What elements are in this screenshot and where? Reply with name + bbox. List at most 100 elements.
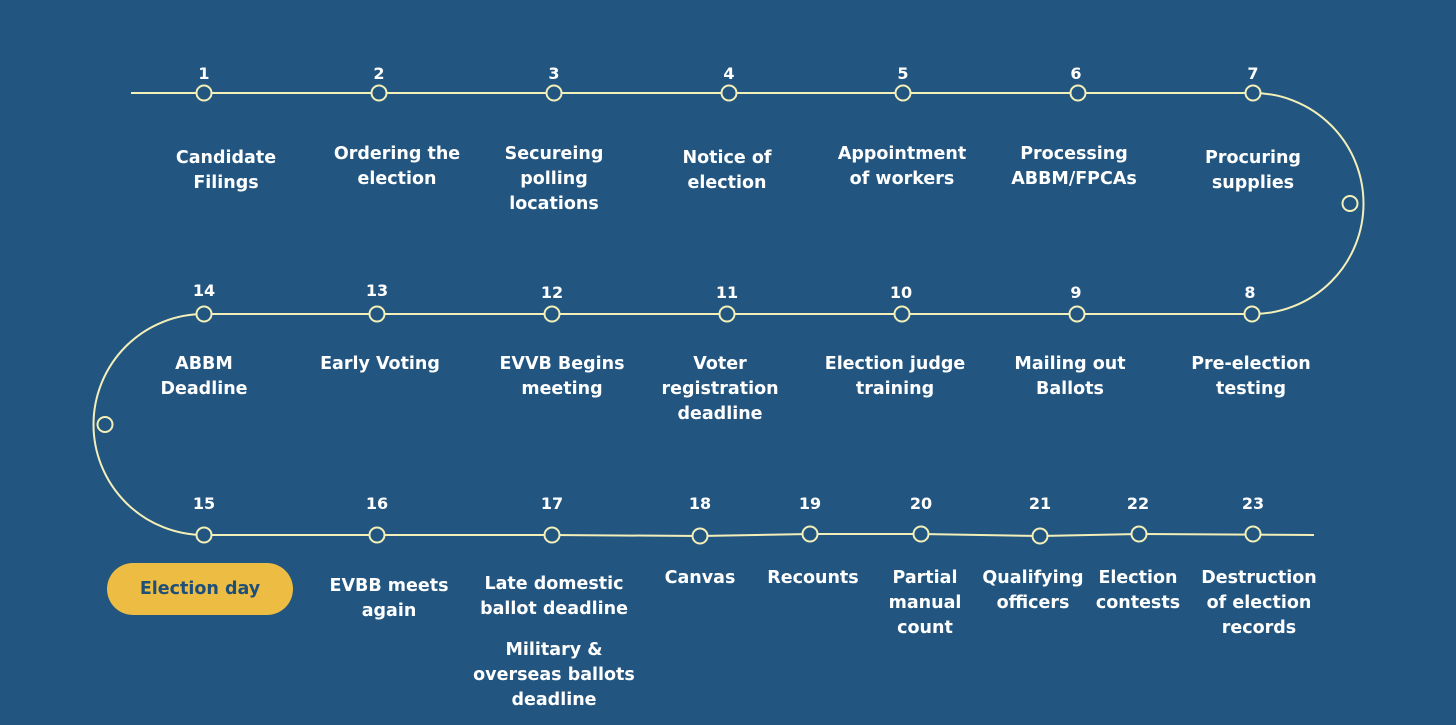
step-number-10: 10 — [889, 283, 913, 302]
step-number-22: 22 — [1126, 494, 1150, 513]
step-number-15: 15 — [192, 494, 216, 513]
step-node-5 — [894, 84, 912, 102]
step-label-line: Deadline — [160, 379, 248, 399]
step-label-line: deadline — [677, 404, 763, 424]
step-label-2: Ordering the election — [302, 142, 492, 192]
step-label-line: polling — [520, 169, 588, 189]
step-node-7 — [1244, 84, 1262, 102]
step-node-1 — [195, 84, 213, 102]
step-node-22 — [1130, 525, 1148, 543]
step-number-9: 9 — [1070, 283, 1082, 302]
step-number-12: 12 — [540, 283, 564, 302]
step-label-line: Pre-election — [1191, 354, 1311, 374]
step-number-16: 16 — [365, 494, 389, 513]
step-label-line: overseas ballots — [473, 665, 635, 685]
step-label-line: Notice of — [682, 148, 772, 168]
step-label-line: Early Voting — [320, 354, 440, 374]
step-node-11 — [718, 305, 736, 323]
step-label-line: training — [855, 379, 935, 399]
step-node-18 — [691, 527, 709, 545]
step-label-line: of workers — [849, 169, 955, 189]
step-number-4: 4 — [723, 64, 735, 83]
step-label-line: ballot deadline — [480, 599, 628, 619]
step-number-13: 13 — [365, 281, 389, 300]
step-node-6 — [1069, 84, 1087, 102]
step-label-line: election — [357, 169, 437, 189]
step-label-line: ABBM — [175, 354, 233, 374]
step-label-line: Canvas — [664, 568, 736, 588]
step-label-line: officers — [996, 593, 1070, 613]
step-number-21: 21 — [1028, 494, 1052, 513]
step-node-2 — [370, 84, 388, 102]
step-node-23 — [1244, 525, 1262, 543]
step-node-10 — [893, 305, 911, 323]
step-node-20 — [912, 525, 930, 543]
step-label-line: deadline — [511, 690, 597, 710]
step-node-9 — [1068, 305, 1086, 323]
step-label-line: Filings — [193, 173, 259, 193]
step-label-14: ABBM Deadline — [109, 352, 299, 402]
step-number-6: 6 — [1070, 64, 1082, 83]
step-node-8 — [1243, 305, 1261, 323]
step-node-14 — [195, 305, 213, 323]
step-label-13: Early Voting — [285, 352, 475, 377]
timeline-connector — [92, 92, 1365, 538]
step-label-line: Qualifying — [982, 568, 1084, 588]
step-node-13 — [368, 305, 386, 323]
step-label-line: count — [897, 618, 953, 638]
step-label-21: Qualifying officers — [938, 566, 1128, 616]
bend-node-1 — [1341, 195, 1359, 212]
step-number-20: 20 — [909, 494, 933, 513]
step-number-17: 17 — [540, 494, 564, 513]
step-node-21 — [1031, 527, 1049, 545]
step-label-line: Ballots — [1036, 379, 1104, 399]
step-node-4 — [720, 84, 738, 102]
step-label-line: Late domestic — [484, 574, 624, 594]
step-node-15 — [195, 526, 213, 544]
step-label-line: locations — [509, 194, 599, 214]
step-label-line: Election judge — [824, 354, 966, 374]
step-number-8: 8 — [1244, 283, 1256, 302]
step-label-20: Partial manual count — [830, 566, 1020, 641]
step-label-line: testing — [1216, 379, 1286, 399]
step-label-line: Military & — [505, 640, 603, 660]
bend-node-2 — [96, 416, 114, 433]
step-label-line: election — [687, 173, 767, 193]
step-label-line: Recounts — [767, 568, 859, 588]
step-label-3: Secureing polling locations — [459, 142, 649, 217]
step-label-line: Partial — [892, 568, 958, 588]
step-label-19: Recounts — [718, 566, 908, 591]
step-number-5: 5 — [897, 64, 909, 83]
step-label-line: Ordering the — [333, 144, 461, 164]
step-label-line — [459, 622, 649, 638]
step-label-line: Secureing — [504, 144, 604, 164]
step-number-3: 3 — [548, 64, 560, 83]
step-number-23: 23 — [1241, 494, 1265, 513]
step-label-8: Pre-election testing — [1156, 352, 1346, 402]
step-label-line: again — [361, 601, 417, 621]
step-label-line: EVVB Begins — [499, 354, 625, 374]
step-label-line: Destruction — [1201, 568, 1317, 588]
step-label-line: contests — [1095, 593, 1181, 613]
step-label-line: Mailing out — [1014, 354, 1126, 374]
step-number-7: 7 — [1247, 64, 1259, 83]
step-number-18: 18 — [688, 494, 712, 513]
election-day-highlight: Election day — [107, 563, 293, 615]
step-number-19: 19 — [798, 494, 822, 513]
step-number-14: 14 — [192, 281, 216, 300]
step-label-line: meeting — [521, 379, 603, 399]
step-label-line: manual — [888, 593, 962, 613]
step-label-line: Processing — [1020, 144, 1128, 164]
step-label-line: Procuring — [1205, 148, 1301, 168]
step-label-12: EVVB Begins meeting — [467, 352, 657, 402]
step-label-line: Voter — [693, 354, 747, 374]
